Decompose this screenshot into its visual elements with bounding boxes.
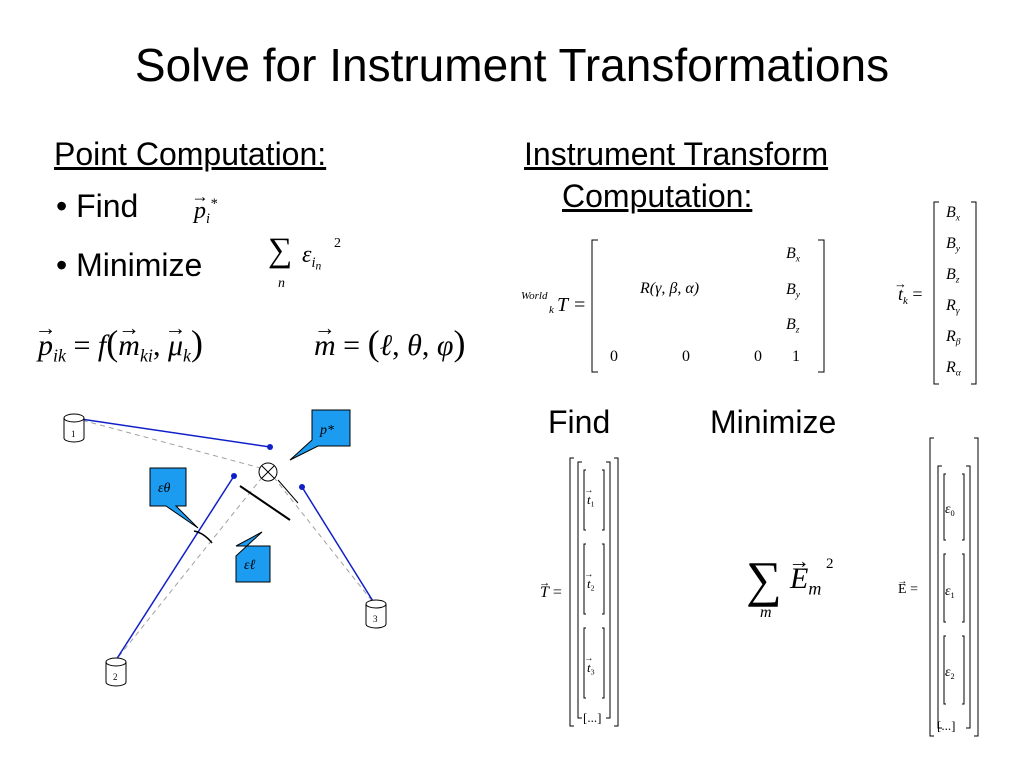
m-equation: m = (ℓ, θ, φ) <box>314 322 465 364</box>
callout-p-star <box>289 409 351 461</box>
E-ellipsis: [...] <box>937 718 956 733</box>
matrix-zero-3: 0 <box>754 348 762 365</box>
instrument-diagram: p* εθ εℓ 1 2 3 <box>63 409 387 687</box>
E-vector-brackets <box>929 437 979 737</box>
E-eps1: ε1 <box>945 584 955 600</box>
instrument-1-label: 1 <box>71 429 76 439</box>
point-computation-heading: Point Computation: <box>54 136 327 172</box>
matrix-brackets <box>591 239 825 373</box>
minimize-label: Minimize <box>710 404 837 440</box>
bullet-minimize-label: Minimize <box>76 247 203 283</box>
error-theta-arc <box>193 530 213 544</box>
matrix-zero-1: 0 <box>610 348 618 365</box>
measurement-lines <box>73 417 377 661</box>
tk-rgamma: Rγ <box>946 297 960 317</box>
k-subscript: k <box>549 304 554 316</box>
endpoint-2 <box>231 473 237 479</box>
sum-E-symbol: ∑ <box>746 551 782 607</box>
instrument-2-label: 2 <box>113 672 118 682</box>
E-m: Em <box>790 562 821 599</box>
instrument-1-icon: 1 <box>63 413 85 443</box>
sum-symbol: ∑ <box>268 232 293 269</box>
tk-brackets <box>933 201 977 385</box>
matrix-bx: Bx <box>786 245 801 265</box>
epsilon-square: 2 <box>334 236 341 251</box>
callout-eps-theta <box>149 467 199 529</box>
big-T-label: T = <box>540 584 562 602</box>
callout-eps-l <box>235 531 271 583</box>
T-ellipsis: [...] <box>583 710 602 725</box>
rotation-block: R(γ, β, α) <box>640 280 700 297</box>
epsilon-in: εin <box>302 242 322 273</box>
bullet-find-label: Find <box>76 188 139 224</box>
sum-index-m: m <box>760 604 772 621</box>
endpoint-1 <box>267 444 273 450</box>
tk-by: By <box>946 235 961 255</box>
target-point-icon <box>258 462 278 482</box>
world-superscript: World <box>521 290 548 302</box>
slide-title: Solve for Instrument Transformations <box>134 39 890 91</box>
instrument-2-icon: 2 <box>105 657 127 687</box>
big-E-label: E = <box>898 582 918 598</box>
endpoint-3 <box>299 484 305 490</box>
matrix-by: By <box>786 281 801 301</box>
p-symbol: p <box>194 198 206 225</box>
error-l-arrow <box>277 479 299 504</box>
matrix-one: 1 <box>792 348 800 365</box>
find-label: Find <box>548 404 611 440</box>
T-t1: t1 <box>587 492 595 509</box>
callout-eps-l-label: εℓ <box>244 558 256 573</box>
tk-bz: Bz <box>946 266 960 286</box>
instrument-transform-heading-line1: Instrument Transform <box>524 136 829 172</box>
callout-eps-theta-label: εθ <box>158 481 171 496</box>
tk-rbeta: Rβ <box>946 328 961 348</box>
instrument-3-icon: 3 <box>365 599 387 629</box>
instrument-transform-heading-line2: Computation: <box>562 178 753 214</box>
T-t3: t3 <box>587 660 595 677</box>
transform-T: T = <box>557 294 587 316</box>
matrix-zero-2: 0 <box>682 348 690 365</box>
error-bar <box>239 485 291 521</box>
bullet-minimize: • Minimize <box>56 247 203 283</box>
sum-index-n: n <box>278 276 285 291</box>
instrument-3-label: 3 <box>373 614 378 624</box>
p-ik-equation: pik = f(mki, μk) <box>38 322 203 366</box>
tk-bx: Bx <box>946 204 961 224</box>
tk-ralpha: Rα <box>946 359 961 379</box>
matrix-bz: Bz <box>786 316 800 336</box>
E-eps2: ε2 <box>945 665 955 681</box>
p-i-star: pi* <box>194 196 217 228</box>
E-eps0: ε0 <box>945 502 955 518</box>
E-square: 2 <box>826 556 834 572</box>
bullet-find: • Find <box>56 188 139 224</box>
T-t2: t2 <box>587 576 595 593</box>
callout-p-star-label: p* <box>319 423 334 438</box>
dashed-lines <box>73 417 377 661</box>
tk-label: tk = <box>898 284 922 307</box>
